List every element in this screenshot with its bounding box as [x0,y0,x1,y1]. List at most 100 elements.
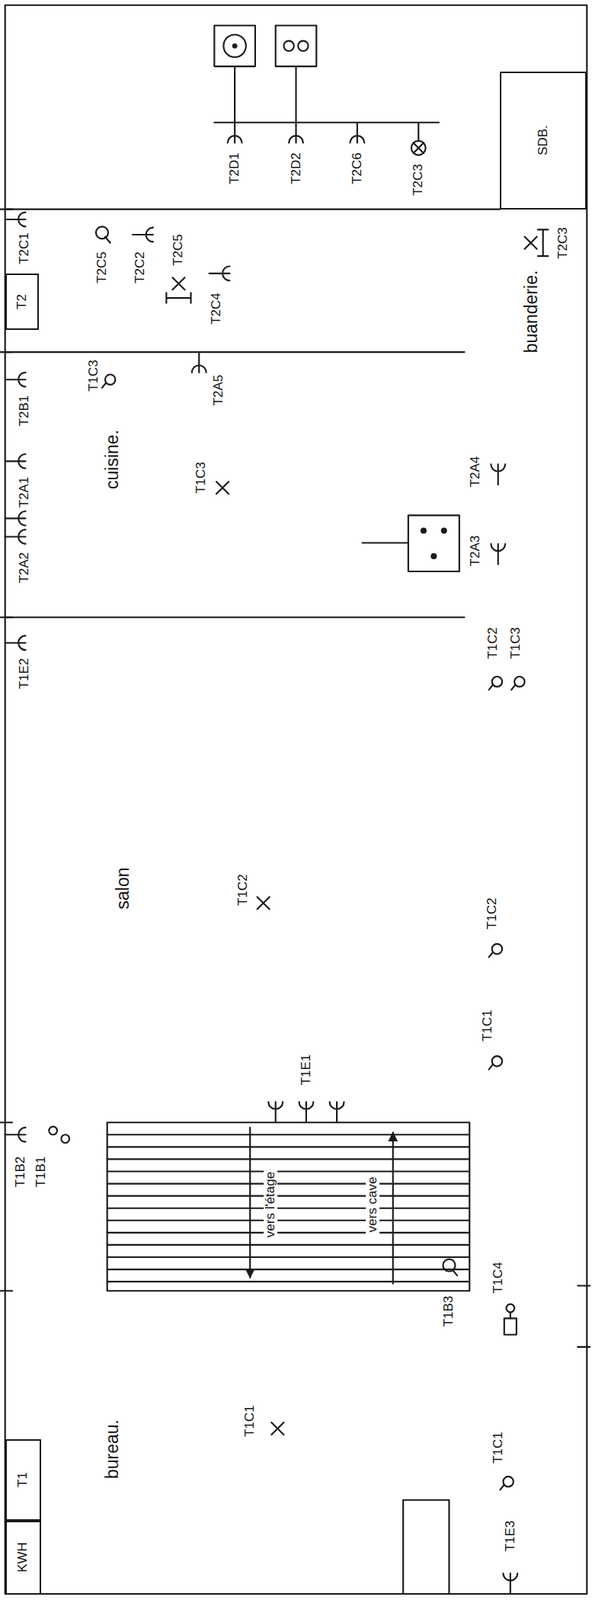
circuit-label: T1C1 [243,1403,257,1439]
circuit-label: T1B1 [34,1155,48,1190]
box-label: T2 [15,294,29,310]
outlet-symbol [490,464,506,485]
washer-symbol [214,25,256,67]
buanderie-symbols [5,212,549,304]
wall-light-symbol [524,236,538,250]
light-point-symbol [499,1476,513,1490]
wire [362,541,409,544]
circuit-label: T2C6 [350,150,365,186]
circuit-label: T1C4 [491,1260,506,1296]
outlet-symbol [329,1101,345,1123]
cooktop-symbol [441,527,448,534]
light-point-symbol [102,374,116,388]
box-label: T1 [16,1472,30,1488]
circuit-label: T1C3 [194,460,208,496]
room-box: SDB. [499,71,587,210]
circuit-label: T1E1 [299,1052,314,1088]
cooktop-symbol [430,553,437,560]
outlet-symbol [5,511,26,526]
cooktop-symbol [408,515,460,572]
dryer-symbol [275,25,317,67]
room-name: salon [113,865,132,911]
circuit-label: T1B2 [13,1155,28,1190]
circuit-label: T2C3 [556,225,571,261]
box-label: SDB. [536,124,551,156]
circuit-label: T2A4 [468,454,483,490]
meter-box: KWH [5,1520,42,1594]
circuit-label: vers l'étage [263,1170,278,1239]
outlet-symbol [5,454,26,469]
circuit-label: T1E3 [503,1519,518,1554]
circuit-label: T1E2 [17,656,32,692]
circuit-label: T2C5 [95,249,109,285]
panel-box: T1 [5,1439,42,1521]
wall-light-bracket [537,229,548,256]
washer-symbol [223,35,246,58]
staircase [5,1122,471,1291]
outlet-symbol [132,227,154,243]
light-point-symbol [489,676,503,690]
stair-arrow [249,1127,251,1278]
light-point-symbol [511,676,525,690]
outlet-symbol [268,1101,283,1123]
circuit-label: T1C2 [236,872,250,908]
wire [214,66,439,141]
stair-arrow [392,1132,394,1284]
outlet-symbol [502,1573,518,1594]
box-label: KWH [16,1542,30,1573]
junction-symbol [411,140,426,156]
outlet-symbol [350,122,365,144]
desk-outline [403,1500,449,1594]
cuisine-symbols [5,352,506,572]
wall-light-symbol [172,277,185,290]
inner-wall [5,209,501,618]
circuit-label: T2A3 [468,534,483,569]
ceiling-light-symbol [271,1422,284,1435]
dryer-symbol [283,41,294,52]
room-name: cuisine. [102,428,122,491]
circuit-label: T1C2 [486,625,500,661]
outlet-symbol [192,352,207,373]
circuit-label: T1C3 [508,625,523,661]
light-point-symbol [60,1134,70,1143]
circuit-label: T2C3 [411,162,426,198]
circuit-label: T2B1 [17,393,32,428]
outlet-symbol [5,635,26,650]
tube-light-symbol [509,1312,512,1319]
light-point-symbol [48,1126,58,1136]
circuit-label: T2D1 [227,150,242,186]
circuit-label: T2C4 [209,291,224,327]
circuit-label: T1C1 [480,1008,495,1044]
ceiling-light-symbol [216,481,229,494]
socket-point-symbol [96,226,111,243]
circuit-label: T1C1 [491,1430,506,1466]
tube-light-symbol [504,1318,517,1335]
circuit-label: vers cave [365,1174,380,1234]
tube-light-symbol [505,1304,515,1313]
circuit-label: T1B3 [442,1294,457,1329]
circuit-label: T2A1 [17,474,32,509]
circuit-label: T2A5 [211,372,226,407]
dryer-symbol [297,41,308,52]
outlet-symbol [5,212,26,228]
ceiling-light-symbol [257,896,270,909]
room-name: bureau. [102,1417,122,1481]
outlet-symbol [299,1101,314,1123]
socket-point-symbol [442,1259,458,1276]
outlet-symbol [5,529,26,544]
wall-tick [0,209,590,1348]
outlet-symbol [5,372,26,388]
circuit-label: T2D2 [289,150,304,186]
circuit-label: T2C5 [172,232,186,268]
circuit-label: T2C1 [17,230,32,266]
wall-light-bracket [166,292,191,303]
laundry-appliances [214,25,439,155]
light-point-symbol [489,1056,503,1069]
bureau-symbols [271,1304,518,1594]
room-name: buanderie. [521,268,541,355]
salon-symbols [5,635,525,1123]
circuit-label: T1C3 [86,358,101,394]
walls [0,5,590,1594]
